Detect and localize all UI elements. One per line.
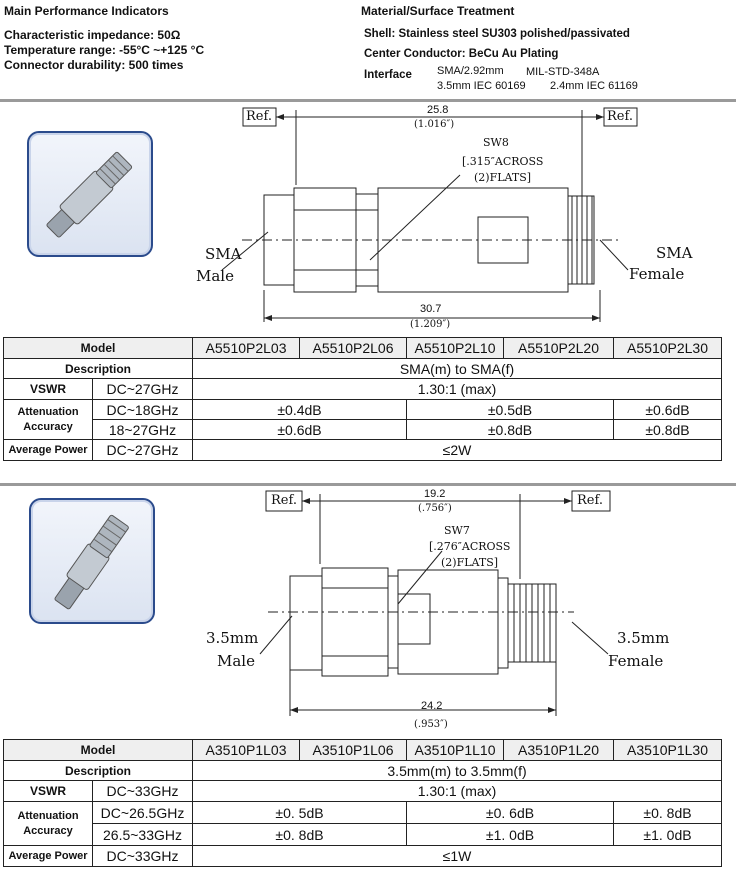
model-label: Model	[2, 337, 194, 359]
att-value: ±0.8dB	[406, 419, 615, 440]
model-cell: A3510P1L10	[406, 739, 505, 761]
model-cell: A5510P2L06	[299, 337, 408, 359]
att-value: ±0. 8dB	[613, 801, 723, 824]
att-value: ±0.6dB	[192, 419, 408, 440]
att-value: ±1. 0dB	[613, 823, 723, 846]
model-cell: A3510P1L30	[613, 739, 723, 761]
right-connector-gender: Female	[608, 652, 664, 670]
dim-bottom-mm: 24.2	[421, 700, 443, 712]
spec-table-35mm: Model A3510P1L03 A3510P1L06 A3510P1L10 A…	[2, 739, 723, 867]
att-value: ±0.4dB	[192, 399, 408, 420]
attenuation-label-line2: Accuracy	[23, 420, 73, 433]
vswr-range: DC~33GHz	[91, 780, 194, 802]
att-range: 26.5~33GHz	[91, 823, 194, 846]
perf-impedance: Characteristic impedance: 50Ω	[4, 28, 181, 42]
left-connector-gender: Male	[196, 267, 234, 285]
interface-label: Interface	[364, 69, 412, 81]
dim-top-mm: 19.2	[424, 488, 446, 500]
attenuation-label-line2: Accuracy	[23, 824, 73, 837]
ref-label-left: Ref.	[246, 109, 272, 124]
power-label: Average Power	[3, 439, 93, 461]
sw-desc-2: (2)FLATS]	[474, 171, 532, 184]
att-value: ±0.8dB	[613, 419, 723, 440]
model-label: Model	[2, 739, 194, 761]
model-cell: A3510P1L06	[299, 739, 408, 761]
perf-durability: Connector durability: 500 times	[4, 58, 184, 72]
description-value: 3.5mm(m) to 3.5mm(f)	[192, 760, 723, 781]
att-value: ±0. 8dB	[192, 823, 408, 846]
model-cell: A5510P2L10	[406, 337, 505, 359]
ref-label-left: Ref.	[271, 493, 297, 508]
att-value: ±0.5dB	[406, 399, 615, 420]
power-value: ≤2W	[192, 439, 723, 461]
attenuation-label: Attenuation Accuracy	[3, 399, 93, 440]
product-photo-35mm	[29, 498, 155, 624]
sw-desc-1: [.276″ACROSS	[429, 540, 511, 553]
attenuation-label: Attenuation Accuracy	[3, 801, 93, 846]
dim-top-in: (1.016″)	[414, 119, 455, 130]
att-value: ±0. 6dB	[406, 801, 615, 824]
vswr-value: 1.30:1 (max)	[192, 378, 723, 400]
description-value: SMA(m) to SMA(f)	[192, 358, 723, 379]
model-cell: A5510P2L30	[613, 337, 723, 359]
vswr-label: VSWR	[3, 780, 93, 802]
dim-bottom-in: (1.209″)	[410, 319, 451, 330]
att-value: ±0.6dB	[613, 399, 723, 420]
interface-24: 2.4mm IEC 61169	[550, 80, 638, 92]
power-label: Average Power	[3, 845, 93, 867]
ref-label-right: Ref.	[577, 493, 603, 508]
dim-top-in: (.756″)	[418, 503, 452, 514]
ref-label-right: Ref.	[607, 109, 633, 124]
drawing-sma	[221, 107, 638, 322]
sw-label: SW7	[444, 524, 470, 537]
perf-temperature: Temperature range: -55°C ~+125 °C	[4, 43, 205, 57]
model-cell: A3510P1L03	[192, 739, 301, 761]
spec-table-sma: Model A5510P2L03 A5510P2L06 A5510P2L10 A…	[2, 337, 723, 461]
vswr-range: DC~27GHz	[91, 378, 194, 400]
drawing-35mm	[259, 490, 611, 716]
power-range: DC~27GHz	[91, 439, 194, 461]
vswr-value: 1.30:1 (max)	[192, 780, 723, 802]
interface-sma: SMA/2.92mm	[437, 65, 504, 77]
sw-label: SW8	[483, 136, 509, 149]
att-range: DC~18GHz	[91, 399, 194, 420]
attenuation-label-line1: Attenuation	[17, 405, 79, 418]
sw-desc-2: (2)FLATS]	[441, 556, 499, 569]
sw-desc-1: [.315″ACROSS	[462, 155, 544, 168]
product-photo-sma	[27, 131, 153, 257]
center-conductor: Center Conductor: BeCu Au Plating	[364, 48, 559, 60]
left-connector-type: 3.5mm	[206, 629, 259, 647]
left-connector-gender: Male	[217, 652, 255, 670]
description-label: Description	[2, 760, 194, 781]
right-connector-type: SMA	[656, 244, 693, 262]
power-value: ≤1W	[192, 845, 723, 867]
interface-35: 3.5mm IEC 60169	[437, 80, 526, 92]
interface-mil: MIL-STD-348A	[526, 66, 600, 78]
perf-title: Main Performance Indicators	[4, 4, 169, 18]
model-cell: A5510P2L03	[192, 337, 301, 359]
left-connector-type: SMA	[205, 245, 242, 263]
material-title: Material/Surface Treatment	[361, 4, 515, 18]
dim-bottom-mm: 30.7	[420, 303, 442, 315]
att-range: 18~27GHz	[91, 419, 194, 440]
attenuation-label-line1: Attenuation	[17, 809, 79, 822]
model-cell: A3510P1L20	[503, 739, 615, 761]
att-range: DC~26.5GHz	[91, 801, 194, 824]
model-cell: A5510P2L20	[503, 337, 615, 359]
vswr-label: VSWR	[3, 378, 93, 400]
shell-material: Shell: Stainless steel SU303 polished/pa…	[364, 28, 630, 40]
section-divider	[0, 99, 736, 102]
section-divider	[0, 483, 736, 486]
power-range: DC~33GHz	[91, 845, 194, 867]
right-connector-gender: Female	[629, 265, 685, 283]
att-value: ±1. 0dB	[406, 823, 615, 846]
att-value: ±0. 5dB	[192, 801, 408, 824]
right-connector-type: 3.5mm	[617, 629, 670, 647]
dim-bottom-in: (.953″)	[414, 719, 448, 730]
dim-top-mm: 25.8	[427, 104, 449, 116]
description-label: Description	[2, 358, 194, 379]
